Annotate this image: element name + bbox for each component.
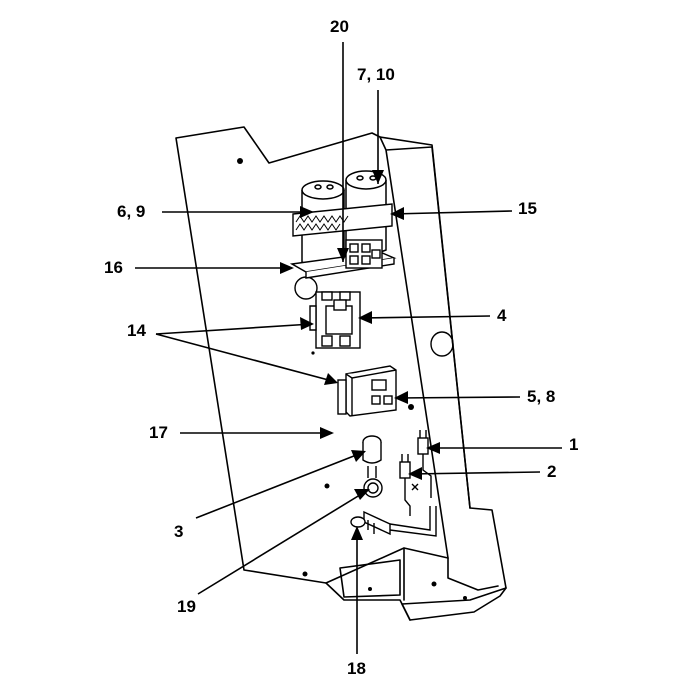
callout-4: 4 (497, 306, 507, 325)
leader-14b (155, 333, 337, 383)
leader-4 (359, 315, 491, 319)
leader-14a (155, 323, 313, 335)
knockout-right (430, 331, 454, 357)
panel-base (325, 547, 499, 591)
callout-14: 14 (127, 321, 146, 340)
callout-20: 20 (330, 17, 349, 36)
callout-3: 3 (174, 522, 184, 541)
callout-18: 18 (347, 659, 366, 678)
callout-1: 1 (569, 435, 579, 454)
panel-side-edge (431, 146, 471, 509)
callout-19: 19 (177, 597, 196, 616)
knockout-left (294, 276, 318, 300)
leader-2 (409, 471, 541, 475)
leader-3 (195, 451, 365, 519)
callout-7-10: 7, 10 (357, 65, 395, 84)
callout-2: 2 (547, 462, 557, 481)
callout-15: 15 (518, 199, 537, 218)
leader-15 (391, 210, 513, 215)
leader-5-8 (395, 396, 521, 399)
arrowheads (280, 170, 440, 540)
leader-19 (197, 489, 369, 595)
plug-and-tubing (350, 435, 437, 537)
mounting-screws (237, 158, 467, 600)
contactor (309, 291, 361, 349)
callout-17: 17 (149, 423, 168, 442)
panel-side-flange (379, 136, 449, 559)
relay (337, 365, 397, 417)
callout-16: 16 (104, 258, 123, 277)
callout-6-9: 6, 9 (117, 202, 146, 221)
callout-5-8: 5, 8 (527, 387, 556, 406)
